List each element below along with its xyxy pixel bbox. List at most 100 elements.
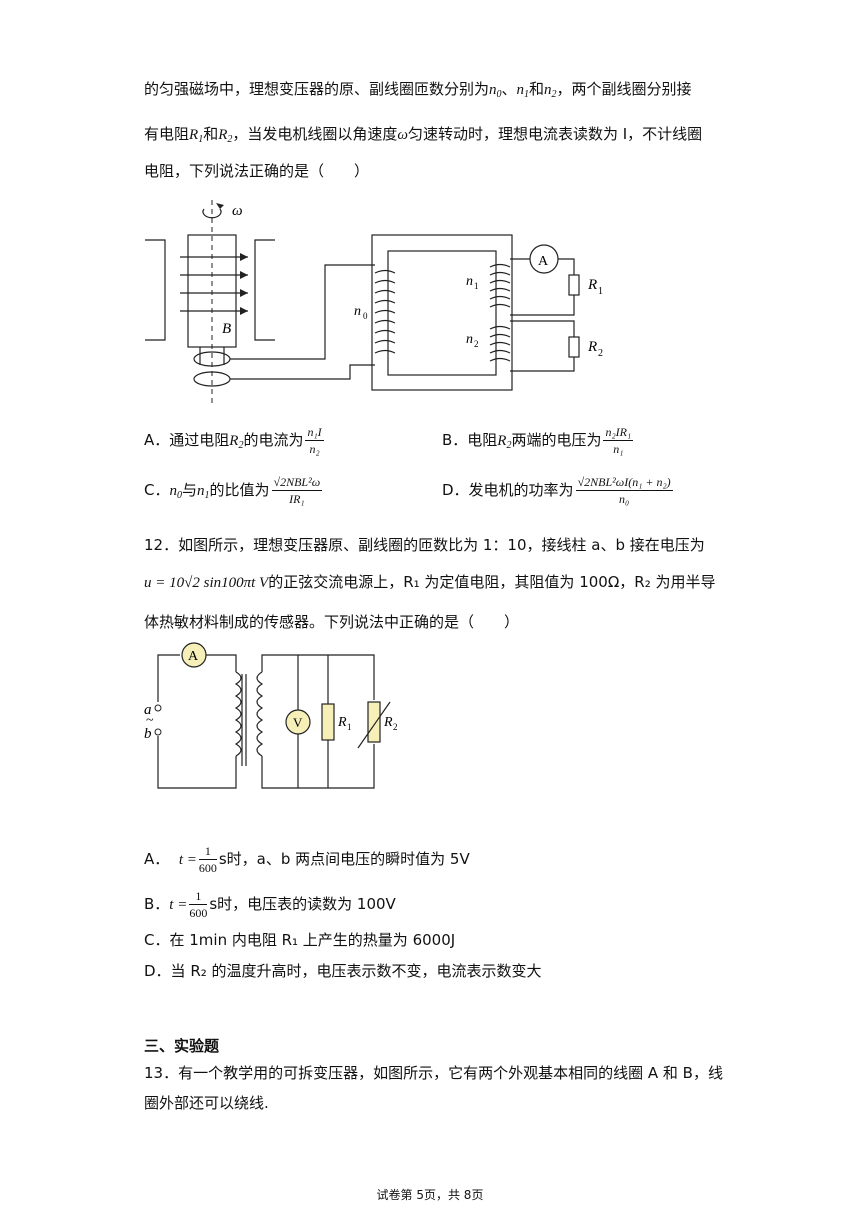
numerator: 1 [198,843,217,860]
q11-intro-line1: 的匀强磁场中，理想变压器的原、副线圈匝数分别为n0、n1和n2，两个副线圈分别接 [144,78,692,106]
numerator: 1 [189,888,208,905]
voltmeter-label: V [293,715,303,730]
b-field-label: B [222,321,231,337]
svg-text:1: 1 [474,281,479,291]
separator: 和 [529,80,545,98]
text: 的电流为 [243,431,304,449]
q12-line1: 12．如图所示，理想变压器原、副线圈的匝数比为 1：10，接线柱 a、b 接在电… [144,536,705,554]
q11-intro-line3: 电阻，下列说法正确的是（ ） [144,162,370,180]
resistor-r2 [568,336,580,358]
r1-label: R [587,277,597,293]
n1-symbol: n1 [197,483,210,501]
text: 和 [203,125,219,143]
separator: 、 [501,80,517,98]
text: ，当发电机线圈以角速度 [232,125,398,143]
text: s时，电压表的读数为 100V [209,895,396,913]
option-label: A． [144,850,170,868]
n-letter: n [489,82,497,98]
q11-option-d: D．发电机的功率为√2NBL²ωI(n₁ + n₂)n₀ [442,474,675,507]
primary-coil [234,671,242,757]
q11-n1-symbol: n1 [516,82,530,100]
q11-intro-text: 的匀强磁场中，理想变压器的原、副线圈匝数分别为 [144,80,490,98]
denominator: n₁ [613,442,624,456]
thermistor-r2 [367,701,381,743]
r2-symbol: R2 [229,433,244,451]
resistor-r1 [568,274,580,296]
n2-label: n [466,332,473,347]
transformer-core-inner [387,250,497,376]
transformer-core-outer [371,234,513,391]
t-equals: t = [169,897,188,913]
option-label: A．通过电阻 [144,431,230,449]
r2-label: R [587,339,597,355]
numerator: n₁I [305,425,324,441]
resistor-r1 [321,703,335,741]
q11-n0-symbol: n0 [489,82,502,100]
svg-text:2: 2 [393,722,398,732]
r2-symbol: R2 [218,127,233,145]
text: 匀速转动时，理想电流表读数为 I，不计线圈 [407,125,703,143]
n0-label: n [354,304,361,319]
t-equals: t = [178,852,197,868]
omega-label: ω [232,203,243,219]
option-label: D．发电机的功率为 [442,481,574,499]
option-label: B．电阻 [442,431,498,449]
denominator: 600 [198,861,217,875]
r2-symbol: R2 [497,433,512,451]
ammeter-label: A [538,254,549,269]
page-footer: 试卷第 5页，共 8页 [376,1188,484,1202]
denominator: n₀ [619,492,630,506]
voltage-formula: u = 10√2 sin100πt V [144,575,269,591]
terminal-a [154,704,162,712]
q11-intro-tail: ，两个副线圈分别接 [556,80,692,98]
r2-label: R [383,715,393,730]
text: 与 [181,481,197,499]
fraction: √2NBL²ωI(n₁ + n₂)n₀ [575,474,673,507]
r1-label: R [337,715,347,730]
denominator: 600 [189,906,208,920]
svg-text:1: 1 [598,286,603,297]
text: 两端的电压为 [511,431,602,449]
option-label: B． [144,895,170,913]
text: 有电阻 [144,125,190,143]
text: 的正弦交流电源上，R₁ 为定值电阻，其阻值为 100Ω，R₂ 为用半导 [268,573,716,591]
q13-line1: 13．有一个教学用的可拆变压器，如图所示，它有两个外观基本相同的线圈 A 和 B… [144,1064,723,1082]
q12-option-c: C．在 1min 内电阻 R₁ 上产生的热量为 6000J [144,931,456,949]
omega-symbol: ω [397,127,408,143]
secondary-coil [256,671,264,757]
denominator: IR₁ [289,492,305,506]
terminal-b-label: b [144,726,152,742]
q12-line3: 体热敏材料制成的传感器。下列说法中正确的是（ ） [144,613,520,631]
terminal-b [154,728,162,736]
text: s时，a、b 两点间电压的瞬时值为 5V [218,850,470,868]
numerator: √2NBL²ωI(n₁ + n₂) [575,475,673,491]
q12-circuit-figure: A V a ~ b R 1 R 2 [144,642,398,789]
q12-option-d: D．当 R₂ 的温度升高时，电压表示数不变，电流表示数变大 [144,962,542,980]
q12-line2: u = 10√2 sin100πt V的正弦交流电源上，R₁ 为定值电阻，其阻值… [144,571,716,594]
svg-text:2: 2 [474,339,479,349]
q11-n2-symbol: n2 [544,82,557,100]
section-title: 三、实验题 [144,1037,220,1055]
q13-line2: 圈外部还可以绕线. [144,1094,269,1112]
denominator: n₂ [309,442,320,456]
left-magnet-pole [145,239,166,341]
rotation-arrow [202,208,222,219]
n0-symbol: n0 [169,483,182,501]
svg-text:1: 1 [347,722,352,732]
ac-symbol: ~ [146,713,154,728]
svg-text:2: 2 [598,348,603,359]
primary-wire-top [157,654,180,702]
n1-label: n [466,274,473,289]
option-label: C． [144,481,170,499]
q11-generator-transformer-figure: ω B A n 0 n 1 n 2 R 1 R 2 [145,200,603,407]
